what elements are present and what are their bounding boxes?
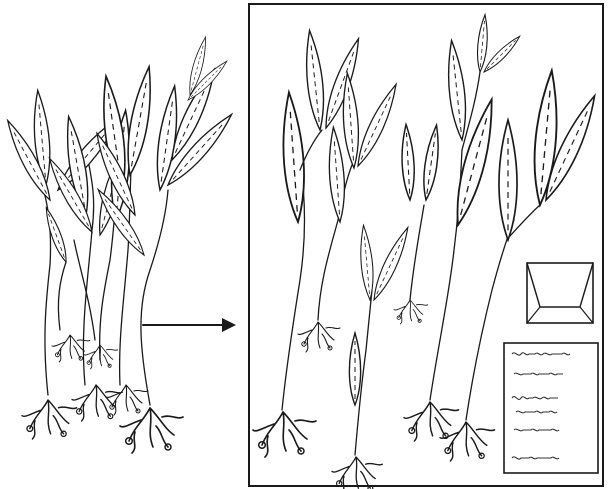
right-arrow-icon [143,318,236,332]
specimen-packet-envelope-icon [527,263,593,323]
handwritten-collection-label-icon [504,343,598,473]
mounted-herbarium-sheet-icon [249,4,603,489]
loose-plant-cluster-icon [2,36,237,453]
